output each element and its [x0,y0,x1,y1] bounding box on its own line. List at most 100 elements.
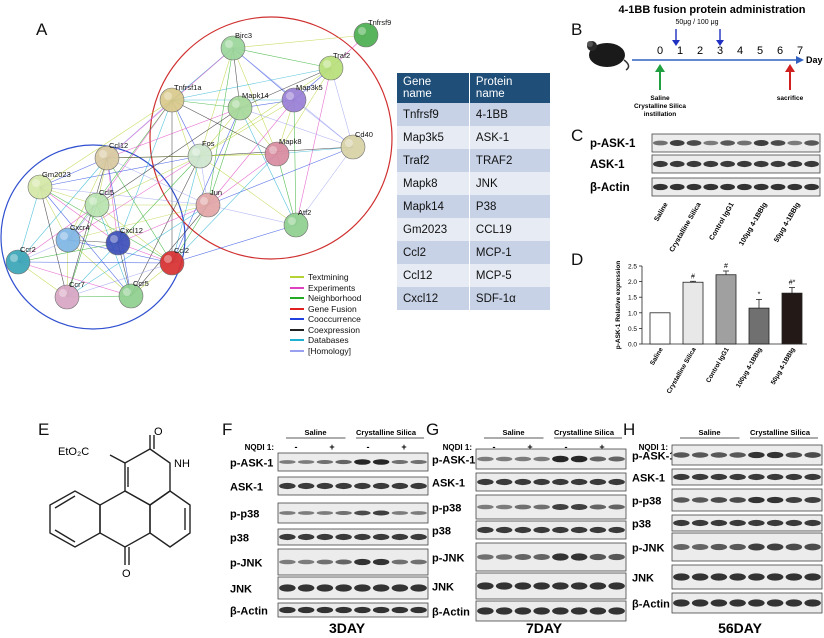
network-edge [39,155,201,188]
network-node-label: Ccr2 [20,245,36,254]
network-node-label: Jun [210,188,222,197]
timeline-axis-label: Day [806,55,823,65]
network-edge [207,204,297,226]
network-node-cxcl12: Cxcl12 [105,226,143,256]
blot-row-label: p-p38 [230,509,259,521]
blot-band [316,533,334,541]
blot-band [477,582,494,590]
network-node-label: Cxcl12 [120,226,143,235]
network-node-label: Atf2 [298,208,311,217]
legend-swatch [290,276,304,279]
blot-band [391,584,409,592]
blot-band [710,519,728,527]
blot-row-label: p-ASK-1 [230,458,273,470]
gene-name-cell: Mapk8 [397,172,470,195]
panel-letter-f: F [222,420,233,439]
network-edge [330,67,354,148]
gene-name-cell: Cxcl12 [397,287,470,310]
blot-row-label: p-ASK-1 [432,455,475,467]
network-edge [239,107,354,148]
blot-band [391,606,409,614]
blot-row-label: JNK [432,582,454,594]
blot-row-label: p-JNK [632,543,664,555]
network-edge [207,47,234,206]
network-edge [199,99,295,157]
network-node-label: Map3k5 [296,83,323,92]
blot-band [669,160,685,168]
blot-band [804,452,821,458]
blot-band [552,526,569,534]
blot-band [653,160,668,168]
blot-band [653,140,668,146]
blot-c-row-label: p-ASK-1 [590,138,636,150]
blot-band [279,533,296,541]
y-tick-label: 1.5 [628,295,637,302]
network-edge [106,157,209,206]
blot-row-label: p38 [230,533,249,545]
legend-item: Gene Fusion [290,304,361,315]
network-edge [130,204,209,297]
legend-item: Textmining [290,272,361,283]
mouse-icon [587,41,630,71]
blot-row-label: p38 [632,519,651,531]
blot-band [589,456,607,462]
blot-band [589,582,607,590]
day-label: 7DAY [526,620,563,636]
blot-band [589,504,607,510]
day-label: 3DAY [329,620,366,636]
blot-band [729,573,746,581]
network-edge [276,67,332,155]
treatment-sign: - [295,442,298,452]
blot-band [316,511,334,515]
blot-band [297,533,315,541]
y-tick-label: 1.0 [628,310,637,317]
blot-band [552,455,569,463]
network-edge [276,146,354,155]
blot-row-label: p-p38 [632,496,661,508]
network-edge [66,204,209,298]
blot-row-label: p-JNK [230,558,262,570]
blot-band [669,140,685,146]
legend-label: Gene Fusion [308,303,357,314]
blot-band [770,160,786,168]
string-network: Tnfrsf9Birc3Traf2Tnfrsf1aMapk14Map3k5Cd4… [0,16,393,330]
blot-band [710,599,728,607]
group-label-saline: Saline [304,428,326,437]
panel-letter-a: A [36,20,48,39]
y-tick-label: 2.5 [628,264,637,271]
blot-band [804,160,819,168]
protein-name-cell: SDF-1α [469,287,552,310]
network-edge [239,67,332,109]
blot-band [514,607,532,615]
blot-band [354,584,371,592]
group-label-silica: Crystalline Silica [554,428,615,437]
network-edge [232,47,332,69]
blot-band [691,573,709,581]
significance-mark: * [758,291,761,298]
blot-band [673,544,690,550]
network-node-gm2023: Gm2023 [27,170,71,200]
blot-band [608,526,625,534]
network-node-map3k5: Map3k5 [281,83,323,113]
gene-name-cell: Ccl12 [397,264,470,287]
blot-band [279,460,296,464]
blot-c-lane-label: Control IgG1 [708,201,735,241]
network-edge [39,186,173,264]
blot-band [710,573,728,581]
x-category-label: 100μg 4-1BBIg [735,346,764,389]
blot-band [410,533,427,541]
legend-item: Databases [290,335,361,346]
blot-band [279,482,296,490]
network-node-label: Ccl2 [174,246,189,255]
network-node-label: Ccr5 [133,279,149,288]
gene-name-cell: Mapk14 [397,195,470,218]
network-node-fos: Fos [187,139,215,169]
blot-c-lane-label: 50μg 4-1BBIg [773,202,801,244]
network-node-cxcl5: Ccl5 [84,188,114,218]
blot-band [552,553,569,561]
blot-band [608,553,625,561]
timeline-day-label: 5 [757,45,763,57]
blot-band [495,456,513,462]
network-node-birc3: Birc3 [220,31,252,61]
